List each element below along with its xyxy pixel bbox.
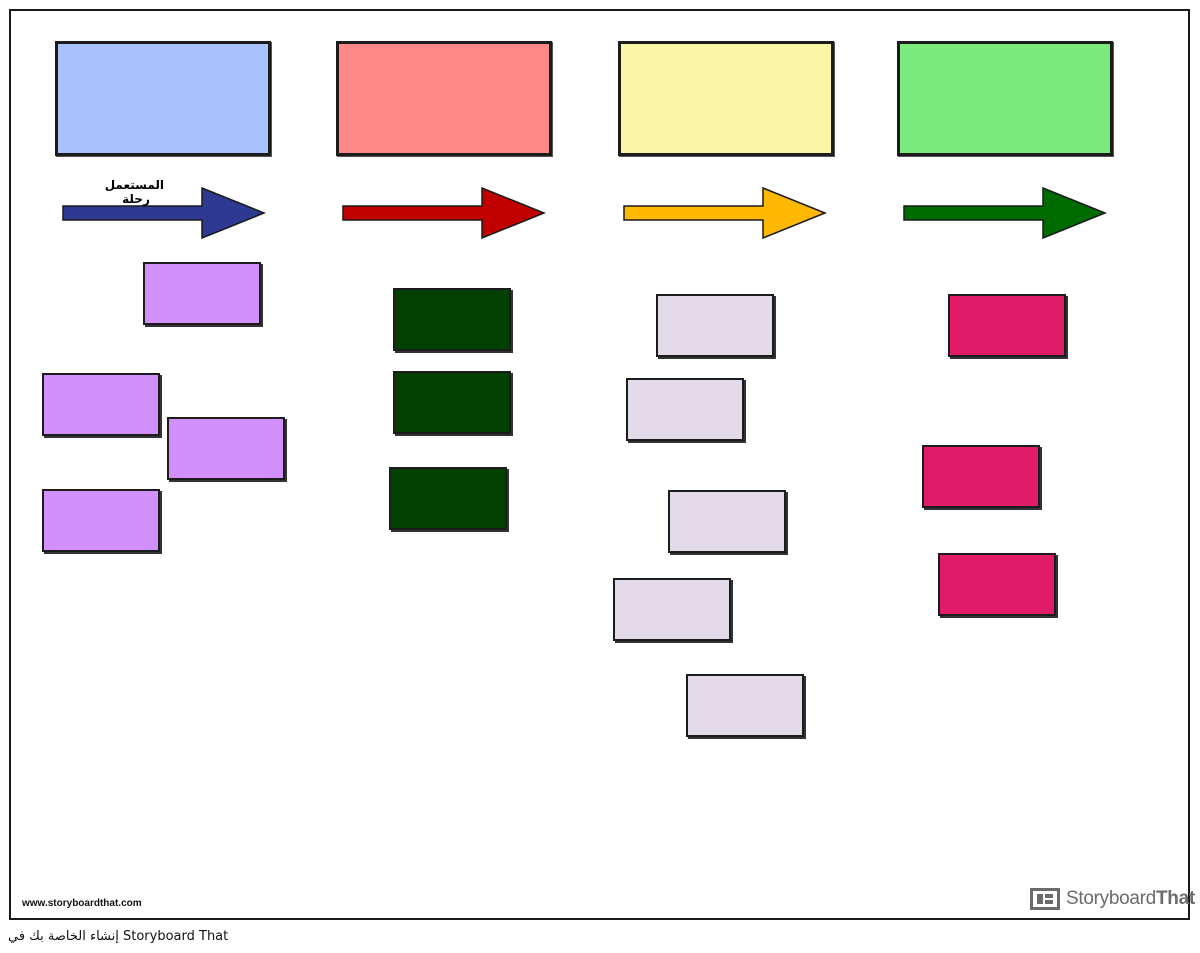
user-journey-label: المستعمل رحلة [104, 178, 164, 206]
stage-1-note[interactable] [42, 489, 160, 552]
stage-3-note[interactable] [626, 378, 744, 441]
logo-text-bold: That [1155, 888, 1195, 909]
stage-1-note[interactable] [42, 373, 160, 436]
arrow-4-icon [903, 186, 1108, 240]
arrow-2-icon [342, 186, 547, 240]
logo-text: StoryboardThat [1066, 888, 1195, 910]
stage-3-note[interactable] [613, 578, 731, 641]
stage-2-note[interactable] [393, 371, 511, 434]
arrow-1-icon [62, 186, 267, 240]
stage-4-header-box[interactable] [897, 41, 1113, 156]
logo-text-regular: Storyboard [1066, 888, 1156, 909]
stage-3-note[interactable] [656, 294, 774, 357]
stage-3-header-box[interactable] [618, 41, 834, 156]
stage-2-header-box[interactable] [336, 41, 552, 156]
stage-4-note[interactable] [938, 553, 1056, 616]
stage-4-note[interactable] [922, 445, 1040, 508]
stage-1-note[interactable] [167, 417, 285, 480]
stage-1-header-box[interactable] [55, 41, 271, 156]
stage-1-note[interactable] [143, 262, 261, 325]
stage-4-note[interactable] [948, 294, 1066, 357]
footer-caption[interactable]: إنشاء الخاصة بك في Storyboard That [8, 929, 229, 944]
stage-2-note[interactable] [393, 288, 511, 351]
arrow-3-icon [623, 186, 828, 240]
storyboard-logo-icon [1030, 888, 1060, 910]
stage-2-note[interactable] [389, 467, 507, 530]
storyboardthat-logo: StoryboardThat [1030, 886, 1195, 912]
website-watermark: www.storyboardthat.com [22, 898, 142, 909]
stage-3-note[interactable] [668, 490, 786, 553]
stage-3-note[interactable] [686, 674, 804, 737]
